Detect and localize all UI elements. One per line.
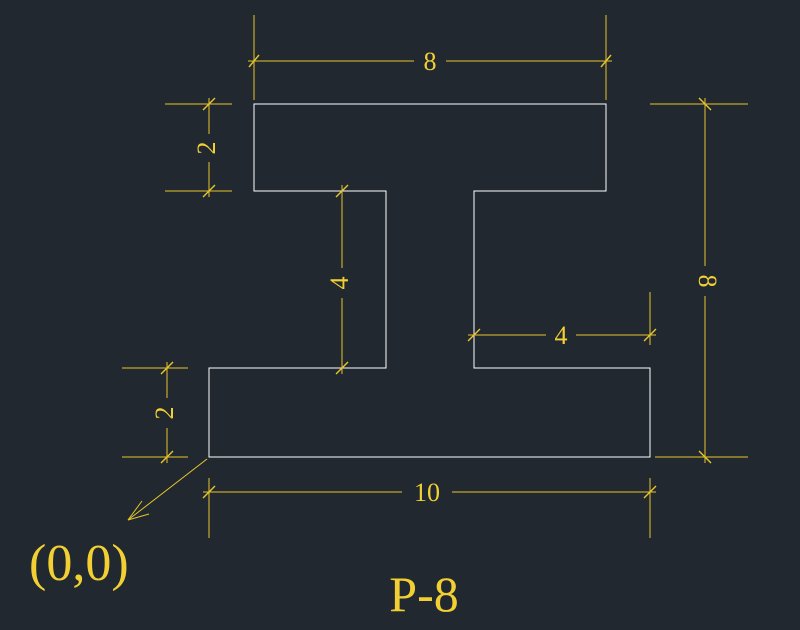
dimension-bottom-height: 2 [122,361,188,464]
dimension-total-height: 8 [650,97,748,464]
dimension-web-height: 4 [325,184,354,375]
dim-label-web-height: 4 [325,277,354,290]
figure-label: P-8 [389,566,458,622]
dim-label-right-notch-width: 4 [555,321,568,350]
dimension-right-notch-width: 4 [467,292,657,350]
dim-label-top-width: 8 [424,47,437,76]
origin-leader-arrow [127,458,208,521]
dim-label-bottom-height: 2 [150,407,179,420]
origin-label: (0,0) [29,535,129,592]
dim-label-top-height: 2 [192,142,221,155]
dimension-top-width: 8 [248,15,612,100]
dim-label-total-height: 8 [693,275,722,288]
dimension-bottom-width: 10 [202,478,657,538]
dimension-top-height: 2 [165,97,232,198]
profile-outline [208,103,651,458]
dim-label-bottom-width: 10 [414,478,440,507]
